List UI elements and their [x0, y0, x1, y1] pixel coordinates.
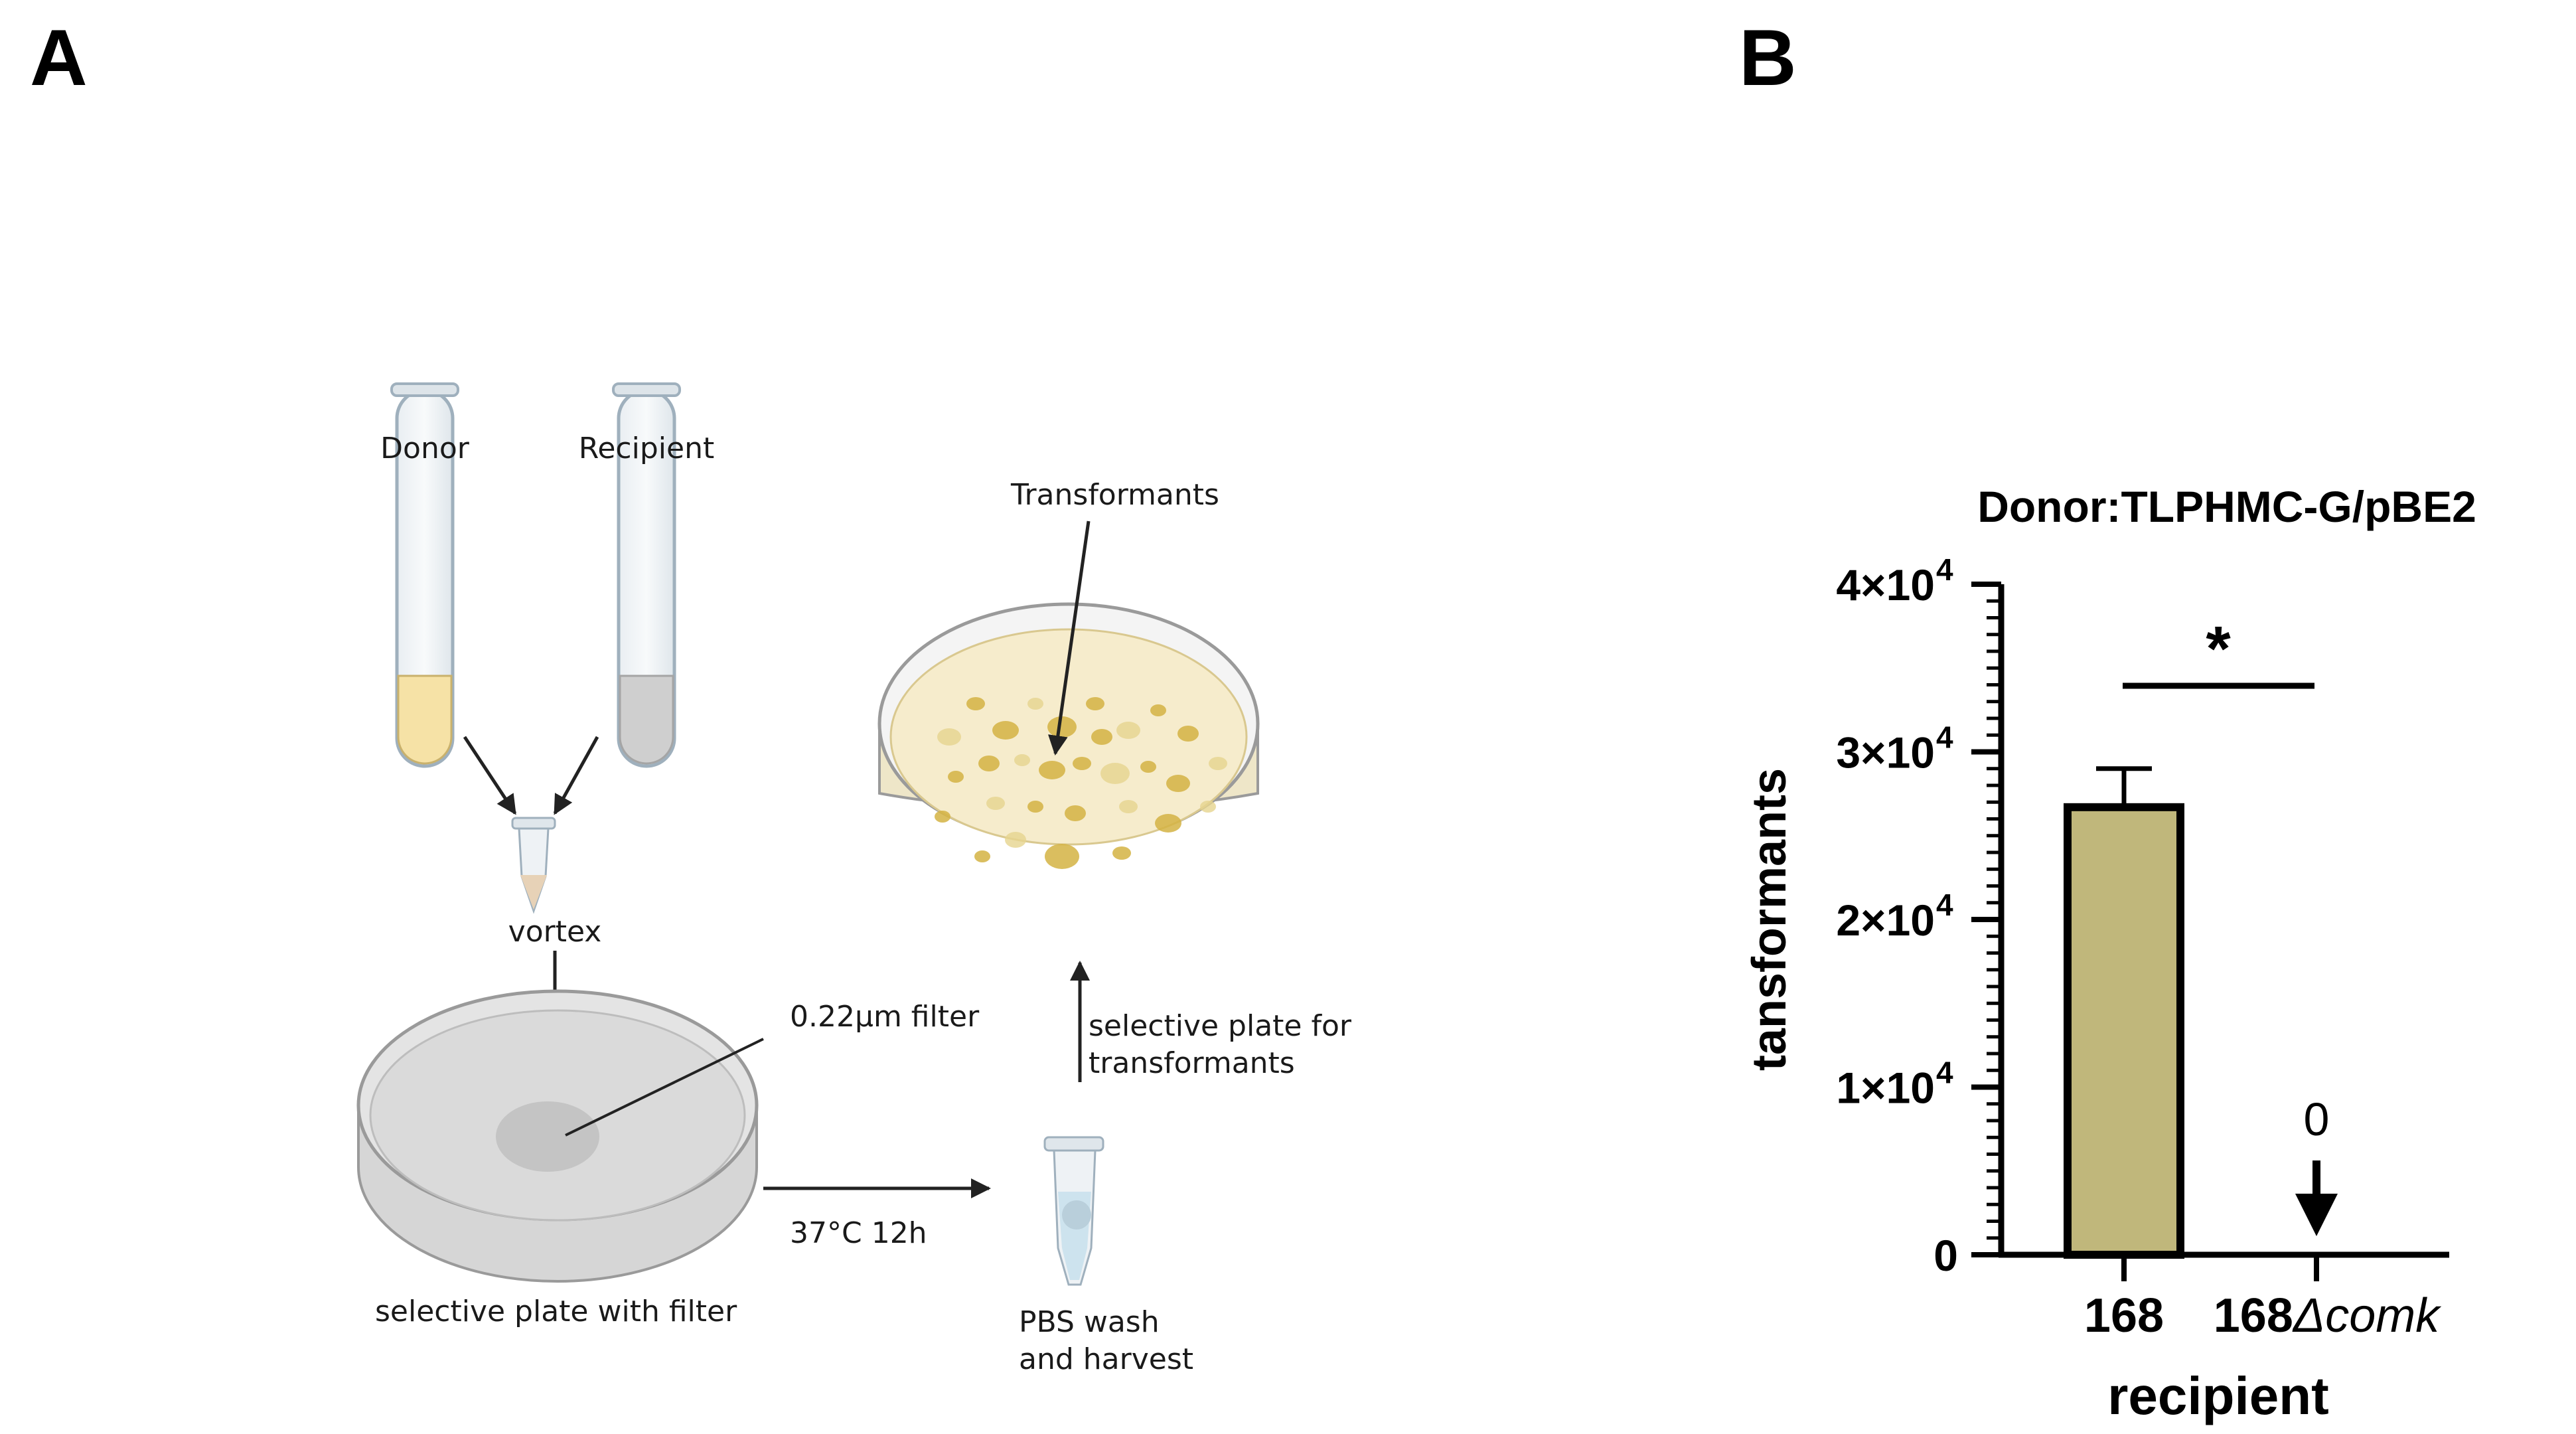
- zero-arrow-head: [2295, 1194, 2338, 1236]
- colony: [1112, 846, 1131, 860]
- harvest-tube-icon: [1043, 1136, 1104, 1286]
- arrow-recipient-to-tube: [553, 736, 599, 815]
- colony: [1200, 801, 1216, 813]
- transformants-label: Transformants: [1010, 478, 1219, 512]
- x-axis-label: recipient: [2107, 1366, 2328, 1425]
- colony: [1166, 775, 1190, 792]
- colony: [1091, 729, 1112, 745]
- panel-letter-b: B: [1739, 13, 1797, 102]
- y-tick-label: 3×10: [1836, 728, 1935, 777]
- colony: [1073, 757, 1091, 770]
- category-label: 168: [2084, 1289, 2164, 1342]
- y-tick-exponent: 4: [1936, 720, 1953, 755]
- y-axis-label: tansformants: [1743, 768, 1796, 1071]
- category-label: 168Δcomk: [2214, 1289, 2442, 1342]
- filter-disc: [496, 1101, 599, 1172]
- zero-value-label: 0: [2304, 1093, 2330, 1145]
- colony: [1209, 757, 1227, 770]
- colony: [986, 797, 1005, 810]
- colony: [948, 771, 964, 783]
- y-tick-label: 2×10: [1836, 896, 1935, 945]
- colony: [1155, 814, 1181, 833]
- bar-chart: Donor:TLPHMC-G/pBE2 tansformants recipie…: [1743, 482, 2476, 1425]
- wash-label-line1: PBS wash: [1019, 1305, 1160, 1339]
- colony: [1027, 801, 1043, 813]
- y-tick-exponent: 4: [1936, 552, 1953, 587]
- colony: [1027, 698, 1043, 710]
- arrow-donor-to-tube: [463, 736, 517, 815]
- filter-plate: [356, 989, 759, 1283]
- donor-label: Donor: [380, 432, 470, 465]
- y-tick-exponent: 4: [1936, 1056, 1953, 1090]
- chart-title: Donor:TLPHMC-G/pBE2: [1977, 482, 2476, 531]
- colony: [1177, 726, 1199, 742]
- y-tick-label: 4×10: [1836, 560, 1935, 609]
- colony: [1045, 844, 1079, 869]
- donor-tube: [390, 382, 459, 768]
- arrow-transformants: [1047, 520, 1091, 756]
- selective-label-line1: selective plate for: [1089, 1009, 1352, 1043]
- colony: [966, 697, 985, 710]
- selective-label-line2: transformants: [1089, 1046, 1295, 1080]
- annotations: *: [2123, 613, 2314, 689]
- wash-label-line2: and harvest: [1019, 1342, 1193, 1376]
- vortex-label: vortex: [508, 915, 602, 949]
- colony: [992, 721, 1019, 740]
- transformant-plate: [877, 602, 1260, 869]
- colony: [1150, 704, 1166, 716]
- colony: [1047, 716, 1077, 738]
- colony: [935, 811, 950, 823]
- colony: [1119, 800, 1138, 813]
- filter-label: 0.22μm filter: [790, 1000, 980, 1034]
- colony: [937, 728, 961, 746]
- y-tick-label: 0: [1933, 1231, 1958, 1280]
- colony: [1140, 761, 1156, 773]
- colony: [1065, 805, 1086, 821]
- colony: [1014, 754, 1030, 766]
- significance-marker: *: [2206, 613, 2231, 684]
- y-tick-label: 1×10: [1836, 1064, 1935, 1113]
- colony-group: [935, 697, 1227, 869]
- x-axis: 168 168Δcomk: [2084, 1255, 2442, 1342]
- recipient-tube: [612, 382, 681, 768]
- colony: [1039, 761, 1065, 779]
- panel-letter-a: A: [30, 13, 88, 102]
- plate-with-filter-label: selective plate with filter: [375, 1295, 737, 1328]
- colony: [978, 756, 1000, 771]
- incubation-label: 37°C 12h: [790, 1216, 927, 1250]
- colony: [974, 850, 990, 862]
- bars: 0: [2064, 766, 2338, 1259]
- colony: [1005, 832, 1026, 848]
- colony: [1086, 697, 1104, 710]
- schematic: Donor Recipient vortex 0.22μm filter: [356, 382, 1352, 1376]
- y-tick-exponent: 4: [1936, 888, 1953, 922]
- recipient-label: Recipient: [579, 432, 714, 465]
- bar: [2064, 803, 2184, 1259]
- microtube-icon: [511, 817, 556, 914]
- colony: [1116, 722, 1140, 739]
- colony: [1100, 763, 1130, 784]
- filter-pointer: [565, 1038, 764, 1137]
